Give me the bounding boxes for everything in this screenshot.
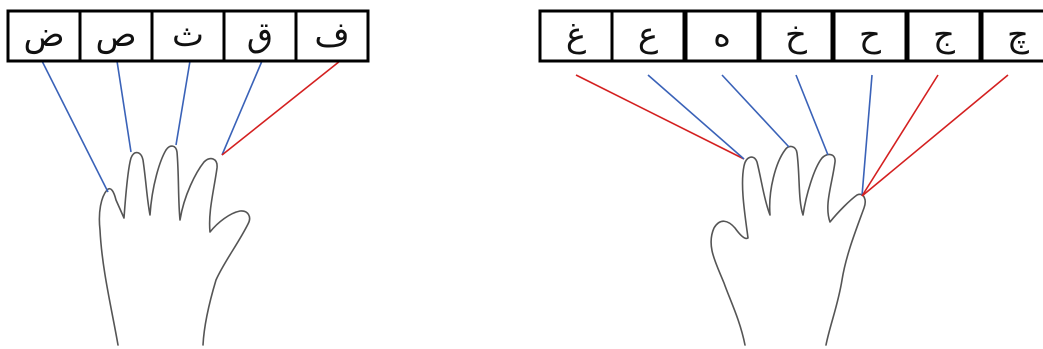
finger-link-left-2 — [175, 60, 191, 146]
finger-link-right-3 — [795, 74, 829, 156]
key-left-3: ق — [222, 9, 298, 63]
key-label: ه — [713, 15, 731, 55]
finger-link-right-5 — [861, 74, 939, 197]
key-right-0: غ — [538, 9, 614, 63]
key-label: ج — [933, 15, 955, 55]
key-label: ح — [859, 15, 881, 55]
key-box — [980, 9, 1043, 63]
finger-link-left-3 — [221, 60, 263, 156]
finger-links — [41, 60, 1009, 197]
key-right-5: ج — [906, 9, 982, 63]
key-box — [758, 9, 834, 63]
key-box — [832, 9, 908, 63]
key-right-2: ه — [684, 9, 760, 63]
finger-link-left-0 — [41, 60, 109, 193]
finger-link-left-1 — [116, 60, 132, 153]
key-right-6: چ — [980, 9, 1043, 63]
key-label: ع — [638, 15, 658, 55]
key-label: ث — [172, 15, 204, 55]
key-label: ف — [314, 15, 349, 55]
key-box — [78, 9, 154, 63]
key-box — [684, 9, 760, 63]
key-label: غ — [566, 15, 586, 55]
key-left-1: ص — [78, 9, 154, 63]
key-box — [150, 9, 226, 63]
key-label: ص — [95, 15, 136, 55]
key-label: ق — [247, 15, 273, 55]
key-right-1: ع — [610, 9, 686, 63]
key-right-4: ح — [832, 9, 908, 63]
finger-link-right-6 — [861, 74, 1009, 197]
finger-link-right-1 — [647, 74, 745, 160]
key-left-0: ض — [6, 9, 82, 63]
key-box — [6, 9, 82, 63]
finger-link-right-2 — [721, 74, 790, 148]
finger-link-right-0 — [575, 74, 745, 160]
key-left-2: ث — [150, 9, 226, 63]
key-box — [294, 9, 370, 63]
finger-link-left-4 — [221, 60, 341, 156]
right-hand-outline — [710, 145, 866, 346]
finger-link-right-4 — [861, 74, 873, 197]
key-label: خ — [785, 15, 807, 55]
key-label: ض — [23, 15, 64, 55]
left-hand-outline — [98, 145, 251, 346]
key-label: چ — [1007, 15, 1029, 55]
key-box — [610, 9, 686, 63]
key-box — [906, 9, 982, 63]
key-left-4: ف — [294, 9, 370, 63]
key-right-3: خ — [758, 9, 834, 63]
